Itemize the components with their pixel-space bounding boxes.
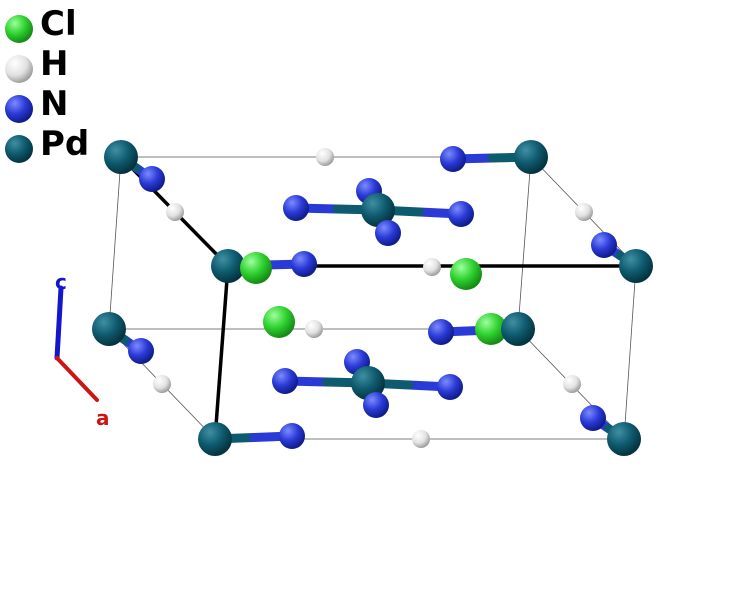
h-atom[interactable]	[423, 258, 441, 276]
pd-atom[interactable]	[361, 193, 395, 227]
cell-edge	[517, 156, 532, 330]
h-atom[interactable]	[153, 375, 171, 393]
h-atom[interactable]	[412, 430, 430, 448]
axis-indicator: c a	[54, 270, 110, 430]
n-atom[interactable]	[272, 368, 298, 394]
cl-atom-icon	[5, 15, 33, 43]
pd-atom[interactable]	[514, 140, 548, 174]
c-axis-label: c	[55, 270, 67, 294]
c-axis-line	[54, 285, 64, 361]
n-atom[interactable]	[283, 195, 309, 221]
n-atom[interactable]	[580, 405, 606, 431]
black-bond	[213, 265, 230, 440]
n-atom[interactable]	[437, 374, 463, 400]
legend-label-pd: Pd	[40, 124, 90, 164]
pd-atom[interactable]	[501, 312, 535, 346]
n-atom[interactable]	[375, 220, 401, 246]
a-axis-label: a	[96, 406, 110, 430]
pd-atom[interactable]	[104, 140, 138, 174]
n-atom[interactable]	[128, 338, 154, 364]
h-atom[interactable]	[305, 320, 323, 338]
pd-atom[interactable]	[198, 422, 232, 456]
h-atom[interactable]	[166, 203, 184, 221]
cl-atom[interactable]	[475, 313, 507, 345]
cell-edge	[108, 156, 122, 330]
legend-label-h: H	[40, 44, 69, 84]
h-atom[interactable]	[575, 203, 593, 221]
n-atom[interactable]	[279, 423, 305, 449]
n-atom[interactable]	[448, 201, 474, 227]
n-atom[interactable]	[440, 146, 466, 172]
pd-atom[interactable]	[92, 312, 126, 346]
pd-atom[interactable]	[351, 366, 385, 400]
h-atom[interactable]	[316, 148, 334, 166]
n-atom[interactable]	[139, 166, 165, 192]
a-axis-line	[55, 356, 99, 402]
cl-atom[interactable]	[240, 252, 272, 284]
n-atom[interactable]	[428, 319, 454, 345]
cl-atom[interactable]	[263, 306, 295, 338]
pd-atom-icon	[5, 135, 33, 163]
n-atom-icon	[5, 95, 33, 123]
h-atom-icon	[5, 55, 33, 83]
legend-label-cl: Cl	[40, 4, 77, 44]
pd-atom[interactable]	[211, 249, 245, 283]
legend-label-n: N	[40, 84, 69, 124]
atoms-front	[92, 140, 653, 456]
pd-atom[interactable]	[607, 422, 641, 456]
cl-atom[interactable]	[450, 258, 482, 290]
n-atom[interactable]	[363, 392, 389, 418]
n-atom[interactable]	[591, 232, 617, 258]
n-atom[interactable]	[291, 251, 317, 277]
pd-atom[interactable]	[619, 249, 653, 283]
h-atom[interactable]	[563, 375, 581, 393]
cell-edge	[623, 265, 637, 440]
